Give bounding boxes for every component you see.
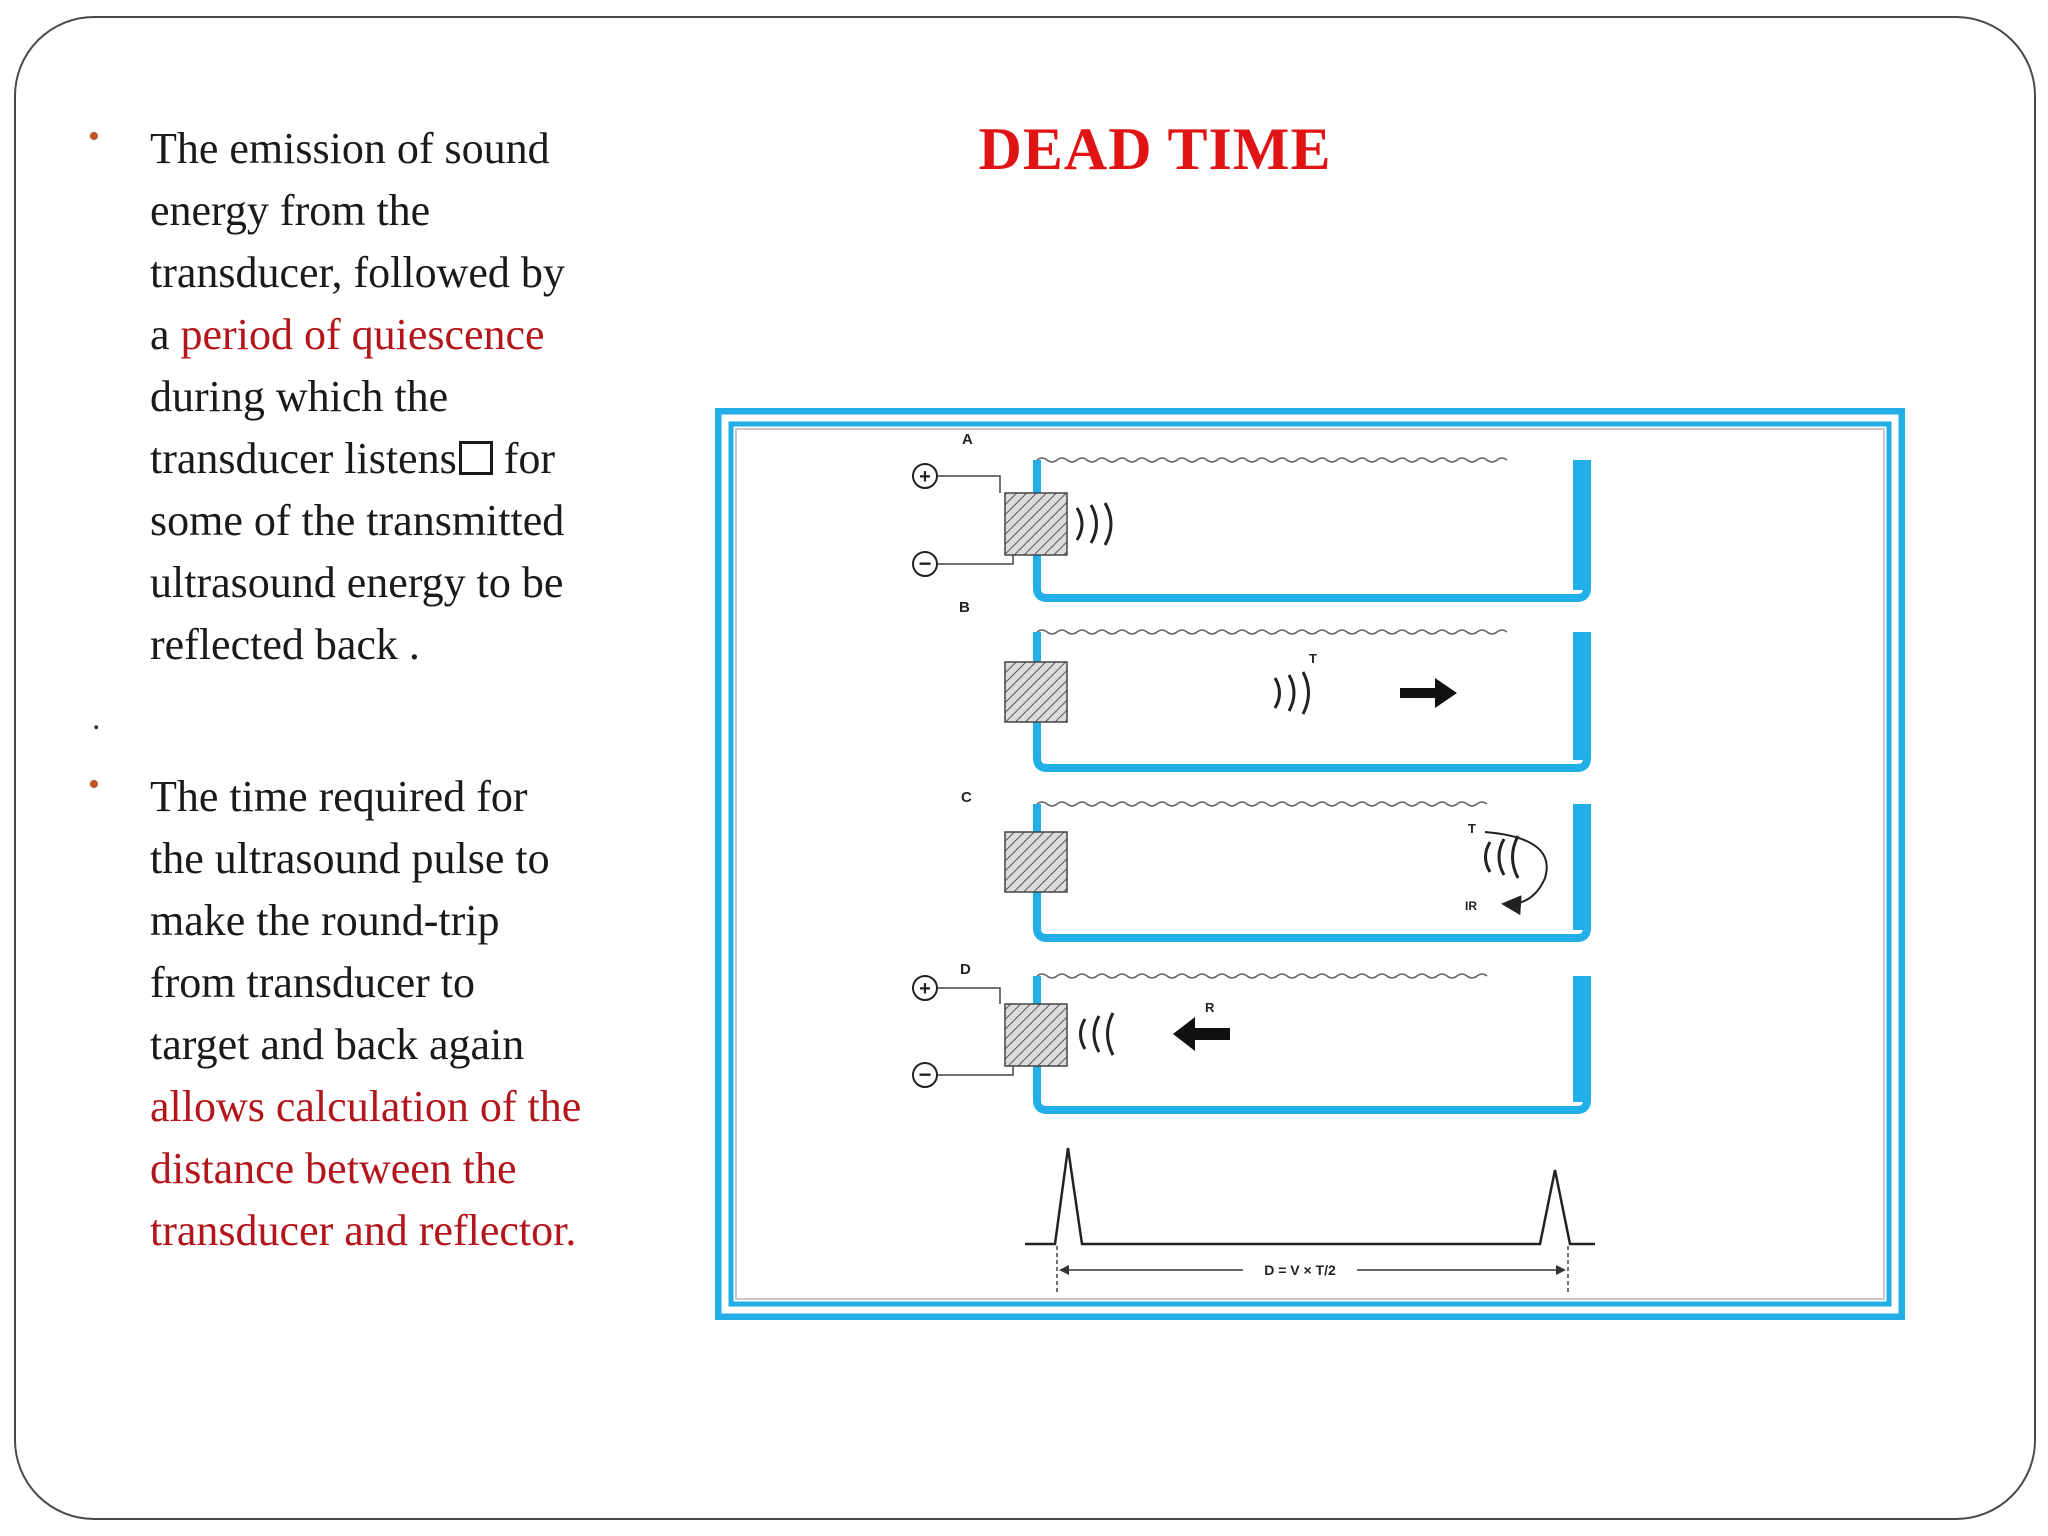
text-span: transducer listens: [150, 434, 457, 483]
tank-c: [1033, 804, 1591, 942]
text-line: The emission of sound: [150, 124, 550, 173]
text-line: energy from the: [150, 186, 431, 235]
tank-a: [1033, 460, 1591, 602]
arrow-left-icon: [1173, 1017, 1230, 1051]
water-surface-d: [1036, 973, 1488, 979]
slide-title: DEAD TIME: [978, 116, 1332, 182]
label-t-b: T: [1309, 651, 1317, 666]
echo-pulse-trace: [1025, 1147, 1595, 1246]
text-line: during which the: [150, 372, 449, 421]
transducer-c: [1004, 831, 1068, 893]
text-line: ultrasound energy to be: [150, 558, 564, 607]
text-line: transducer, followed by: [150, 248, 565, 297]
diagram-frame-shadow: [735, 428, 1885, 1300]
minus-terminal-d: [912, 1062, 938, 1088]
transducer-b: [1004, 661, 1068, 723]
label-r-d: R: [1205, 1000, 1215, 1015]
label-ir-c: IR: [1465, 899, 1477, 913]
text-line: from transducer to: [150, 958, 475, 1007]
panel-label-b: B: [959, 599, 970, 616]
tank-wall-d: [1573, 976, 1589, 1102]
sound-wave-out-a: [1075, 502, 1113, 546]
dimension-arrow-left: [1059, 1265, 1069, 1275]
plus-sign: +: [919, 466, 931, 488]
text-line: target and back again: [150, 1020, 525, 1069]
reflection-curve-arrow: [1484, 831, 1548, 916]
plus-terminal-d: [912, 975, 938, 1001]
text-line: a period of quiescence: [150, 304, 620, 366]
wire-minus-a: [925, 555, 1014, 565]
bullet-text-2: The time required for the ultrasound pul…: [150, 766, 670, 1262]
tank-wall-b: [1573, 632, 1589, 760]
wire-plus-a: [925, 475, 1001, 493]
arrow-right-icon: [1400, 678, 1457, 708]
diagram-frame-outer: [715, 408, 1905, 1320]
highlight-text: allows calculation of the: [150, 1082, 582, 1131]
plus-sign: +: [919, 978, 931, 1000]
text-span: a: [150, 310, 181, 359]
text-line: transducer listens for: [150, 428, 620, 490]
water-surface-b: [1036, 629, 1508, 635]
highlight-text: transducer and reflector.: [150, 1206, 577, 1255]
dead-time-diagram: A + − B T C T IR D + − R: [715, 408, 1905, 1320]
transducer-d: [1004, 1003, 1068, 1067]
water-surface-a: [1036, 457, 1508, 463]
plus-terminal-a: [912, 463, 938, 489]
panel-label-c: C: [961, 789, 972, 806]
tank-b: [1033, 632, 1591, 772]
text-span: for: [492, 434, 556, 483]
panel-label-a: A: [962, 431, 973, 448]
dimension-arrow-right: [1556, 1265, 1566, 1275]
bullet-marker-1: •: [88, 118, 100, 155]
label-t-c: T: [1468, 821, 1476, 836]
distance-formula: D = V × T/2: [1264, 1262, 1336, 1278]
wire-plus-d: [925, 987, 1001, 1004]
bullet-text-1: The emission of sound energy from the tr…: [150, 118, 620, 676]
tank-wall-c: [1573, 804, 1589, 930]
highlight-text: distance between the: [150, 1144, 517, 1193]
highlight-text: period of quiescence: [180, 310, 545, 359]
minus-terminal-a: [912, 551, 938, 577]
text-line: make the round-trip: [150, 896, 500, 945]
panel-label-d: D: [960, 961, 971, 978]
transducer-a: [1004, 492, 1068, 556]
sound-wave-reflect-c: [1484, 835, 1520, 879]
tank-d: [1033, 976, 1591, 1114]
text-line: the ultrasound pulse to: [150, 834, 550, 883]
tank-wall-a: [1573, 460, 1589, 590]
missing-glyph-box: [458, 441, 493, 475]
minus-sign: −: [919, 1062, 932, 1087]
water-surface-c: [1036, 801, 1488, 807]
text-line: some of the transmitted: [150, 496, 565, 545]
wire-minus-d: [925, 1066, 1014, 1076]
sound-wave-b: [1273, 671, 1310, 715]
text-line: The time required for: [150, 772, 528, 821]
separator-dot: .: [92, 700, 101, 737]
sound-wave-return-d: [1079, 1012, 1115, 1056]
minus-sign: −: [919, 551, 932, 576]
text-line: reflected back .: [150, 620, 420, 669]
bullet-marker-2: •: [88, 766, 100, 803]
diagram-frame-inner: [728, 421, 1892, 1307]
